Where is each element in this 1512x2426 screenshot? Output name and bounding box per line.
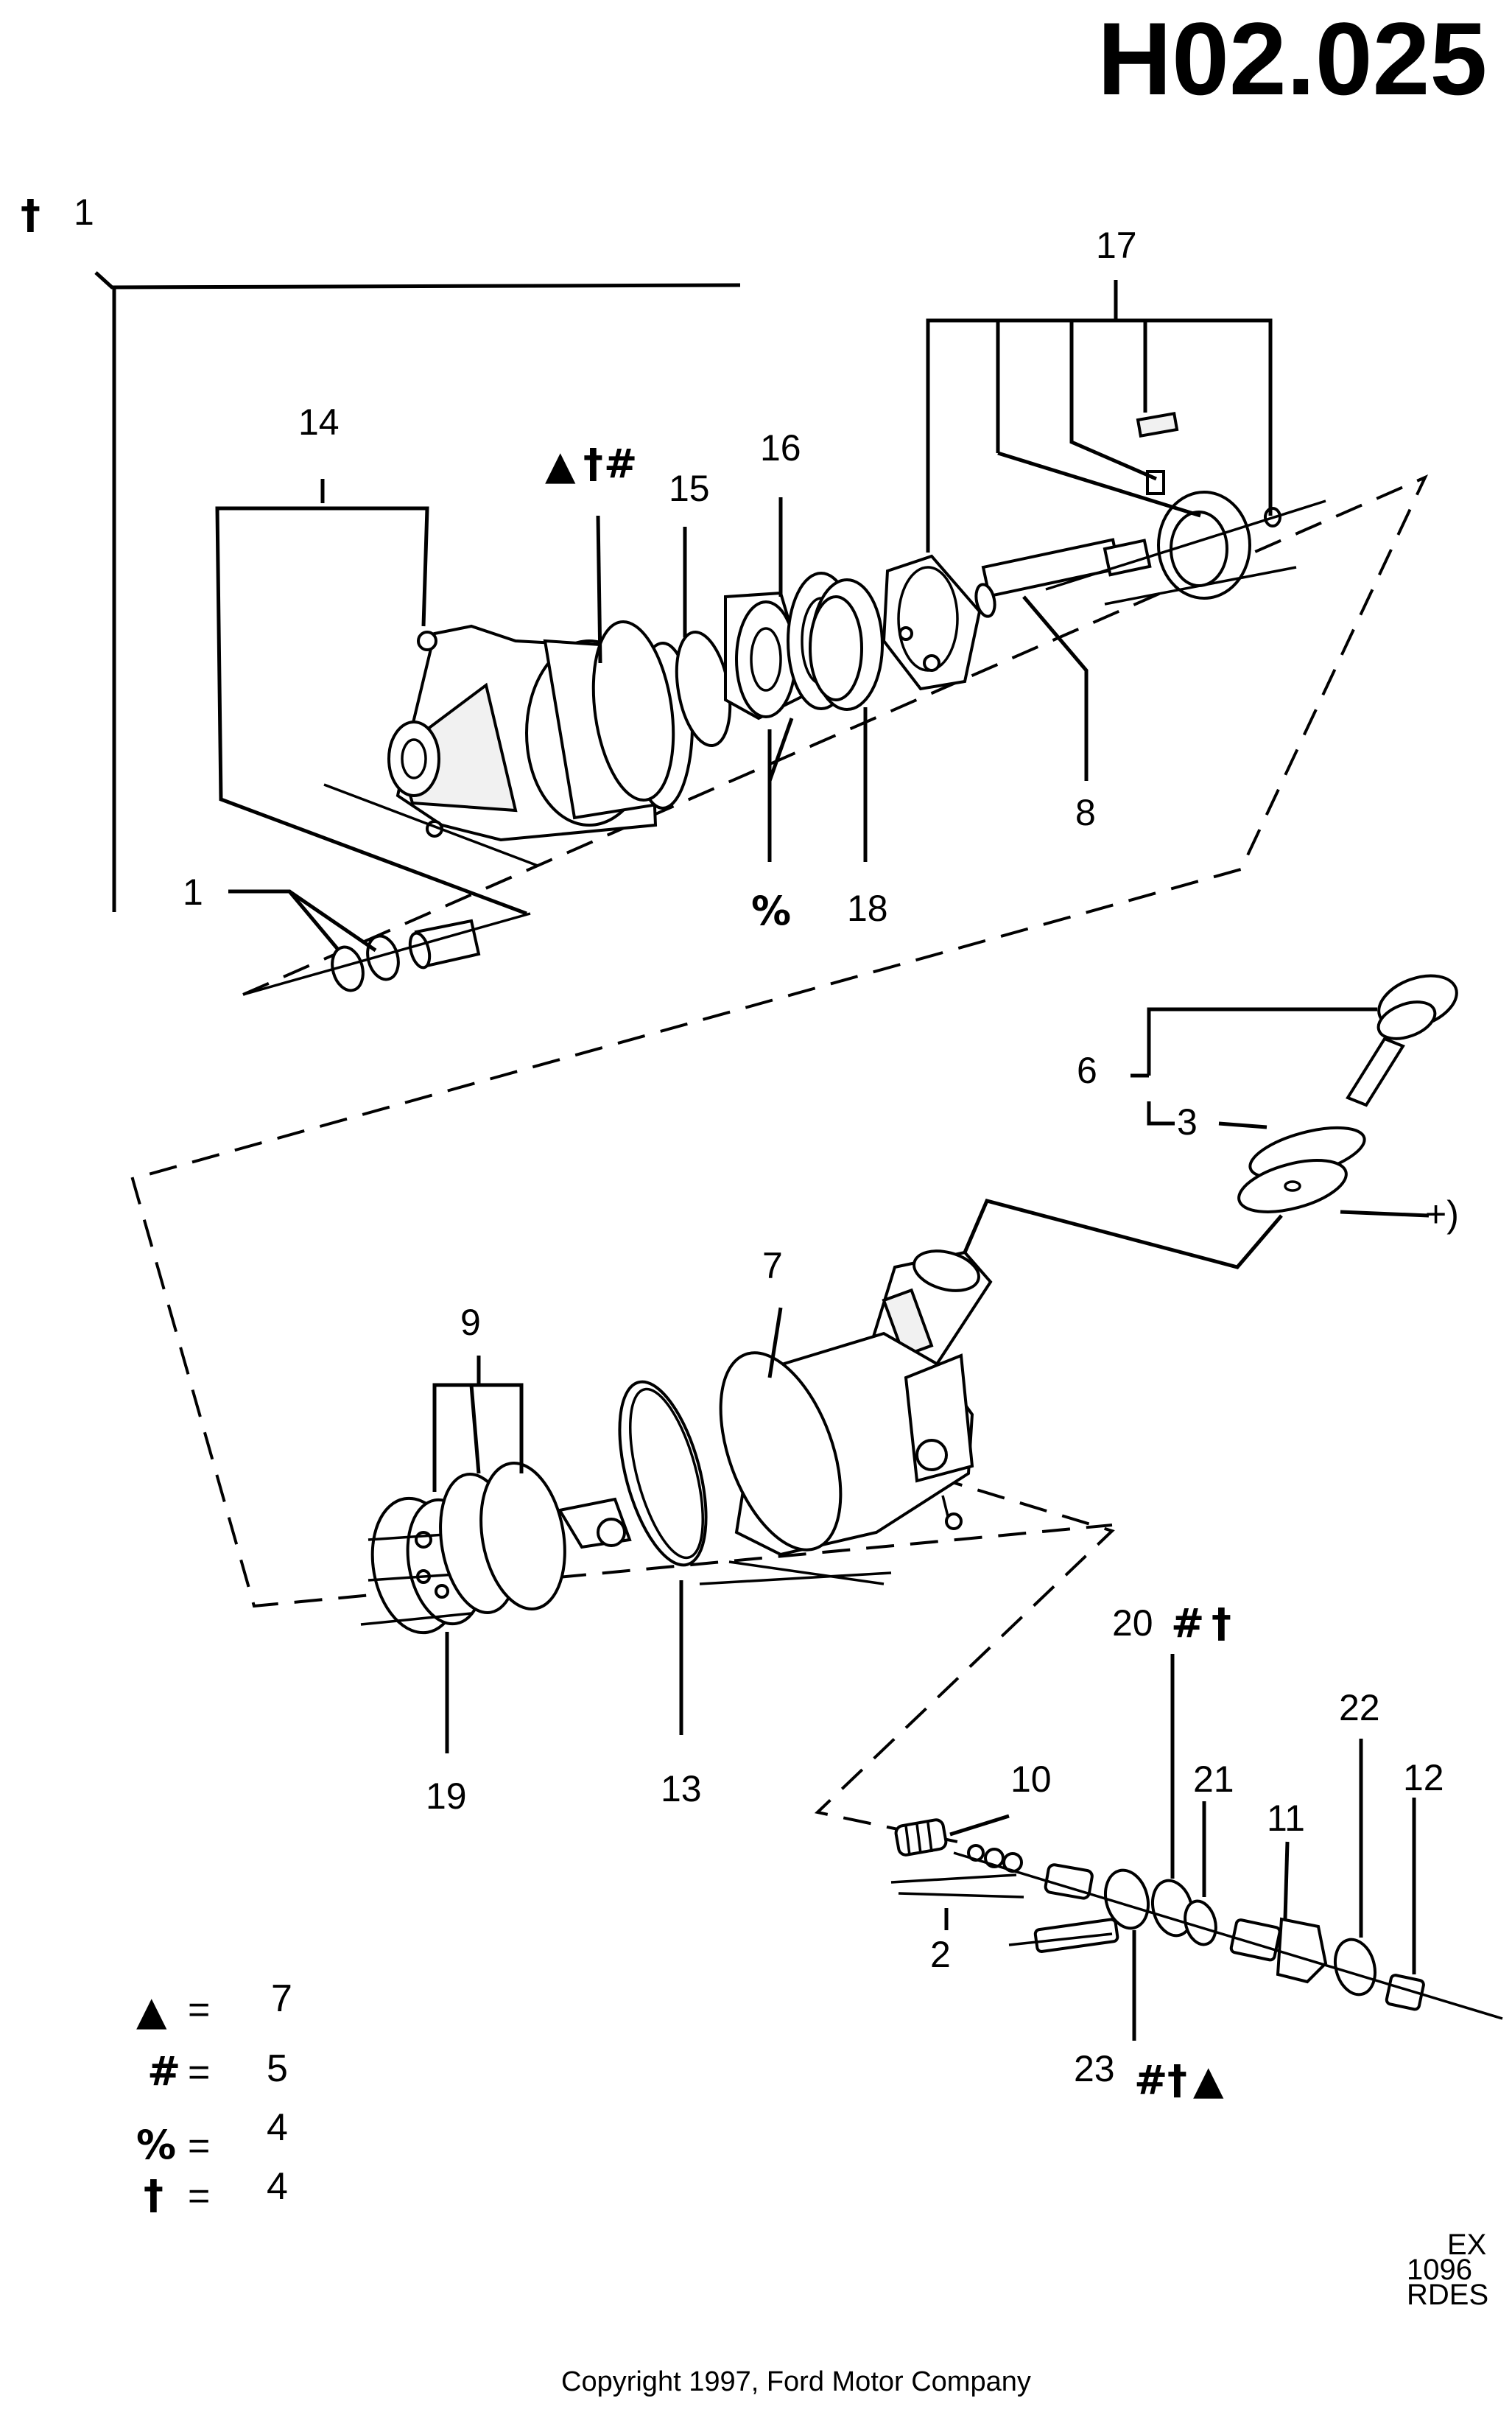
legend: ▲ = 7 # = 5 % = 4 † = 4 xyxy=(136,1977,292,2218)
stamp-line-2: 1096 xyxy=(1407,2254,1472,2286)
callout-plus-paren: +) xyxy=(1425,1193,1459,1235)
callout-12: 12 xyxy=(1403,1757,1444,1798)
leaders-middle xyxy=(963,1007,1430,1269)
o-ring-21 xyxy=(1184,1899,1217,1946)
legend-row-triangle: ▲ = 7 xyxy=(136,1977,292,2034)
callout-symbols-oring: ▲ † # xyxy=(545,441,637,488)
ref-marker-dagger: † xyxy=(21,192,41,238)
legend-row-dagger: † = 4 xyxy=(144,2165,288,2218)
leaders-valve xyxy=(944,1654,1416,2041)
callout-10: 10 xyxy=(1010,1759,1052,1800)
drive-shaft-8 xyxy=(974,538,1152,618)
ref-marker-number: 1 xyxy=(74,192,94,233)
callout-11: 11 xyxy=(1267,1798,1305,1839)
callout-percent: % xyxy=(751,888,791,934)
callout-20-group: 20 # † xyxy=(1112,1600,1231,1647)
callout-23-group: 23 # † ▲ xyxy=(1074,2048,1224,2103)
copyright-text: Copyright 1997, Ford Motor Company xyxy=(561,2366,1031,2397)
washer-22 xyxy=(1334,1938,1376,1996)
callout-23-hash: # xyxy=(1134,2057,1167,2103)
legend-value: 4 xyxy=(267,2106,288,2149)
legend-symbol: ▲ xyxy=(136,1988,167,2034)
callout-23-dagger: † xyxy=(1167,2057,1187,2103)
callout-8: 8 xyxy=(1075,792,1096,833)
dagger-symbol: † xyxy=(583,441,603,487)
legend-eq: = xyxy=(188,2051,210,2094)
callout-7: 7 xyxy=(762,1245,783,1286)
valve-axis-line xyxy=(953,1851,1503,2020)
callout-2: 2 xyxy=(930,1934,951,1975)
legend-symbol: † xyxy=(144,2172,163,2218)
o-ring-large xyxy=(591,620,675,802)
callout-14: 14 xyxy=(298,402,340,443)
callout-19: 19 xyxy=(426,1775,467,1817)
fitting-11 xyxy=(1229,1917,1328,1984)
legend-symbol: % xyxy=(136,2122,176,2168)
callout-23-triangle: ▲ xyxy=(1193,2057,1224,2103)
callout-1: 1 xyxy=(183,872,203,913)
callout-21: 21 xyxy=(1193,1759,1234,1800)
reservoir-body-7 xyxy=(699,1249,993,1585)
drawing-stamp: EX 1096 RDES xyxy=(1407,2229,1488,2311)
plates-9 xyxy=(439,1462,632,1614)
callout-18: 18 xyxy=(847,888,888,929)
callout-20: 20 xyxy=(1112,1602,1153,1644)
legend-eq: = xyxy=(188,2175,210,2218)
page-code: H02.025 xyxy=(1097,1,1487,116)
seal-3-lower xyxy=(1237,1159,1348,1213)
callout-20-dagger: † xyxy=(1212,1600,1231,1647)
seals-item-1 xyxy=(242,912,531,996)
hash-symbol: # xyxy=(604,441,637,487)
filler-cap-6 xyxy=(1346,974,1458,1107)
seal-center xyxy=(1284,1180,1301,1192)
legend-eq: = xyxy=(188,2125,210,2167)
legend-row-hash: # = 5 xyxy=(147,2047,288,2094)
stamp-line-1: EX xyxy=(1447,2229,1486,2261)
o-ring-23 xyxy=(1104,1868,1150,1930)
callout-16: 16 xyxy=(760,427,801,469)
valve-group-boundary xyxy=(814,1476,1115,1843)
callout-17: 17 xyxy=(1096,225,1137,266)
callout-6: 6 xyxy=(1077,1050,1097,1091)
triangle-symbol: ▲ xyxy=(545,442,576,488)
callout-9: 9 xyxy=(460,1302,481,1343)
leaders-lower-left xyxy=(432,1307,783,1753)
bearing-18 xyxy=(809,578,884,711)
plug-12 xyxy=(1385,1974,1425,2011)
legend-value: 5 xyxy=(267,2047,288,2090)
legend-row-percent: % = 4 xyxy=(136,2106,288,2168)
valve-spring-10 xyxy=(894,1818,948,1857)
snap-ring-13 xyxy=(618,1380,708,1567)
leaders-upper xyxy=(215,280,1273,953)
legend-value: 4 xyxy=(267,2165,288,2208)
upper-frame-lines xyxy=(94,271,741,912)
callout-23: 23 xyxy=(1074,2048,1115,2089)
legend-symbol: # xyxy=(147,2048,180,2094)
upper-axis-line-2 xyxy=(1104,566,1297,606)
callout-3: 3 xyxy=(1177,1101,1198,1143)
callout-22: 22 xyxy=(1339,1687,1380,1728)
stamp-line-3: RDES xyxy=(1407,2279,1488,2311)
callout-13: 13 xyxy=(661,1768,702,1809)
cam-ring xyxy=(882,554,982,691)
upper-axis-line xyxy=(1045,499,1326,591)
rotor-gear-17 xyxy=(1136,412,1281,600)
callout-15: 15 xyxy=(669,468,710,509)
legend-value: 7 xyxy=(271,1977,292,2020)
legend-eq: = xyxy=(188,1988,210,2031)
callout-20-hash: # xyxy=(1171,1600,1204,1647)
reference-marker: † 1 xyxy=(21,192,94,238)
valve-parts-2 xyxy=(890,1844,1119,1953)
